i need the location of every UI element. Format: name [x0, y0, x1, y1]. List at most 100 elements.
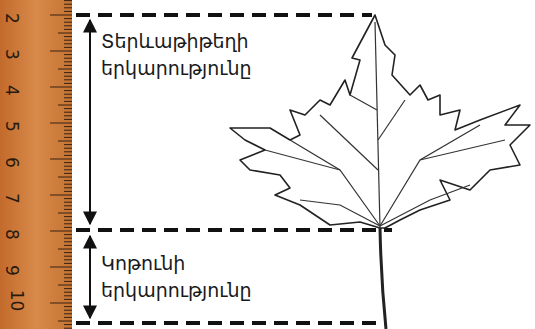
leaf-stalk — [380, 228, 386, 329]
ruler-number: 4 — [2, 85, 19, 96]
ruler-tick — [64, 29, 72, 30]
ruler-tick — [50, 159, 72, 160]
ruler-tick — [64, 101, 72, 102]
ruler-tick — [64, 115, 72, 116]
ruler-tick — [50, 15, 72, 16]
ruler-number: 7 — [2, 193, 19, 204]
ruler-tick — [64, 191, 72, 192]
ruler-tick — [64, 169, 72, 170]
ruler-number: 8 — [2, 229, 19, 240]
ruler-tick — [50, 231, 72, 232]
ruler-tick — [64, 180, 72, 181]
ruler-tick — [64, 166, 72, 167]
dimension-arrow — [89, 20, 91, 224]
ruler-tick — [64, 274, 72, 275]
ruler-tick — [50, 267, 72, 268]
maple-leaf — [230, 15, 530, 228]
ruler-tick — [58, 105, 72, 106]
ruler-tick — [64, 47, 72, 48]
ruler-tick — [64, 245, 72, 246]
ruler-tick — [64, 65, 72, 66]
ruler-number: 10 — [8, 290, 25, 312]
ruler-number: 6 — [2, 157, 19, 168]
ruler-tick — [64, 11, 72, 12]
ruler-tick — [64, 108, 72, 109]
ruler-tick — [58, 69, 72, 70]
ruler-tick — [64, 4, 72, 5]
ruler-tick — [50, 51, 72, 52]
ruler-tick — [64, 148, 72, 149]
ruler-tick — [64, 256, 72, 257]
dimension-label: Կոթունի երկարությունը — [101, 250, 301, 304]
ruler-tick — [58, 249, 72, 250]
ruler-tick — [58, 213, 72, 214]
ruler-tick — [64, 22, 72, 23]
ruler-tick — [50, 303, 72, 304]
ruler-tick — [64, 40, 72, 41]
ruler-tick — [64, 0, 72, 1]
ruler-tick — [64, 119, 72, 120]
ruler-tick — [64, 58, 72, 59]
ruler-tick — [64, 205, 72, 206]
ruler-tick — [64, 299, 72, 300]
ruler-tick — [64, 144, 72, 145]
ruler-tick — [64, 133, 72, 134]
ruler-tick — [64, 83, 72, 84]
ruler-tick — [50, 123, 72, 124]
ruler-tick — [64, 209, 72, 210]
ruler-tick — [64, 234, 72, 235]
ruler-tick — [64, 25, 72, 26]
ruler-number: 5 — [2, 121, 19, 132]
ruler-tick — [64, 288, 72, 289]
ruler-tick — [50, 195, 72, 196]
ruler-tick — [64, 61, 72, 62]
ruler-tick — [64, 173, 72, 174]
dimension-arrow — [89, 236, 91, 318]
ruler-number: 3 — [2, 49, 19, 60]
ruler — [0, 0, 72, 329]
ruler-tick — [64, 270, 72, 271]
ruler-tick — [64, 324, 72, 325]
ruler-tick — [64, 130, 72, 131]
ruler-tick — [64, 227, 72, 228]
dashed-line — [76, 321, 385, 325]
ruler-tick — [64, 328, 72, 329]
ruler-tick — [64, 198, 72, 199]
ruler-number: 2 — [2, 13, 19, 24]
ruler-tick — [64, 313, 72, 314]
ruler-tick — [64, 238, 72, 239]
ruler-tick — [58, 33, 72, 34]
ruler-tick — [64, 126, 72, 127]
ruler-tick — [64, 162, 72, 163]
dashed-line — [76, 13, 372, 17]
ruler-tick — [64, 241, 72, 242]
ruler-tick — [64, 216, 72, 217]
dimension-label: Տերևաթիթեղի երկարությունը — [101, 28, 301, 82]
ruler-tick — [64, 7, 72, 8]
ruler-tick — [64, 252, 72, 253]
ruler-tick — [64, 79, 72, 80]
ruler-tick — [58, 141, 72, 142]
ruler-tick — [64, 94, 72, 95]
ruler-tick — [64, 310, 72, 311]
ruler-tick — [64, 281, 72, 282]
ruler-tick — [64, 97, 72, 98]
ruler-tick — [64, 187, 72, 188]
ruler-tick — [64, 259, 72, 260]
ruler-tick — [58, 321, 72, 322]
ruler-tick — [64, 151, 72, 152]
ruler-tick — [58, 177, 72, 178]
ruler-tick — [64, 223, 72, 224]
ruler-tick — [64, 155, 72, 156]
ruler-tick — [64, 277, 72, 278]
ruler-tick — [64, 137, 72, 138]
ruler-tick — [64, 184, 72, 185]
dashed-line — [76, 228, 392, 232]
ruler-tick — [50, 87, 72, 88]
ruler-tick — [64, 317, 72, 318]
ruler-tick — [64, 112, 72, 113]
ruler-tick — [64, 18, 72, 19]
ruler-tick — [64, 306, 72, 307]
ruler-tick — [64, 90, 72, 91]
